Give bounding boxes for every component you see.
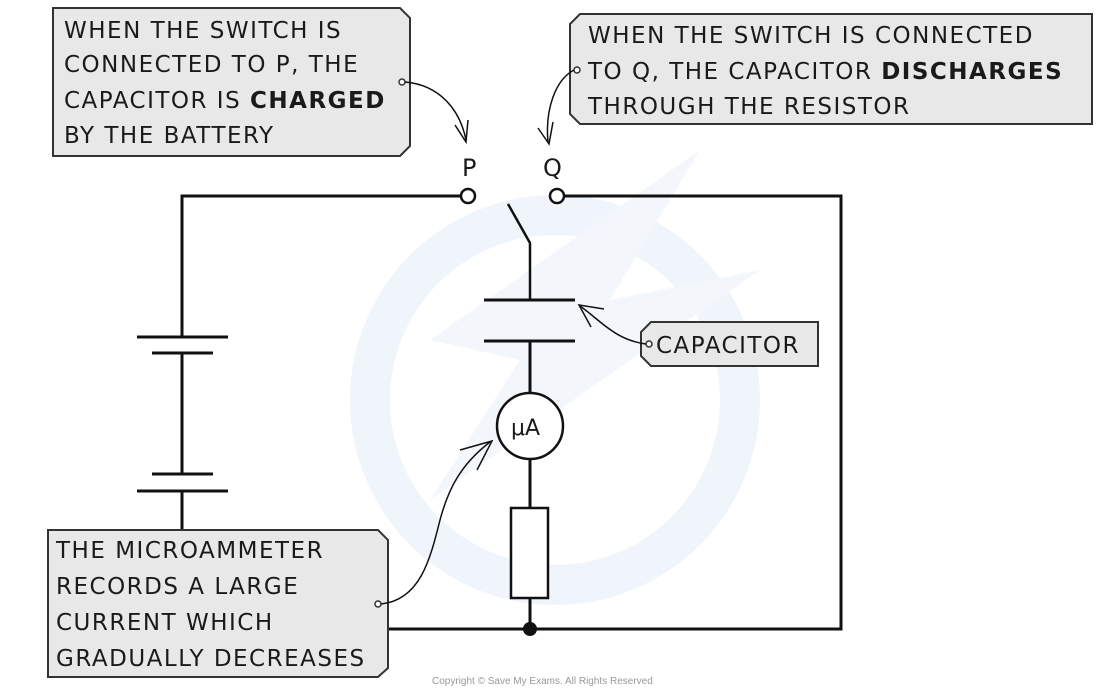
microammeter-symbol: μA — [495, 391, 565, 509]
microammeter-label-line-4: GRADUALLY DECREASES — [56, 646, 366, 672]
microammeter-label-box: THE MICROAMMETER RECORDS A LARGE CURRENT… — [47, 529, 389, 678]
microammeter-label-line-1: THE MICROAMMETER — [55, 538, 324, 564]
charge-label-line-4: BY THE BATTERY — [64, 123, 275, 149]
discharge-label-box: WHEN THE SWITCH IS CONNECTED TO Q, THE C… — [569, 13, 1093, 125]
discharge-label-line-3: THROUGH THE RESISTOR — [587, 94, 911, 120]
capacitor-arrowhead — [577, 304, 605, 328]
microammeter-arrowhead — [459, 439, 494, 471]
discharge-label-line-2: TO Q, THE CAPACITOR DISCHARGES — [587, 59, 1063, 85]
wire-right — [530, 194, 843, 631]
watermark-logo — [350, 150, 760, 605]
battery-symbol — [137, 335, 228, 493]
terminal-q-label: Q — [543, 154, 562, 182]
microammeter-label-line-3: CURRENT WHICH — [56, 610, 274, 636]
discharge-arrow — [546, 69, 575, 143]
microammeter-label-line-2: RECORDS A LARGE — [56, 574, 299, 600]
charge-label-line-1: WHEN THE SWITCH IS — [64, 18, 342, 44]
circuit-wires — [180, 194, 843, 631]
capacitor-arrow — [579, 305, 647, 345]
charge-label-box: WHEN THE SWITCH IS CONNECTED TO P, THE C… — [52, 7, 411, 157]
microammeter-arrow — [380, 441, 491, 605]
junction-dot — [523, 622, 537, 636]
capacitor-symbol — [484, 298, 575, 392]
charge-arrowhead — [454, 119, 469, 145]
resistor-symbol — [509, 506, 550, 629]
capacitor-label-text: CAPACITOR — [656, 333, 800, 359]
microammeter-label: μA — [511, 416, 540, 441]
terminal-p-label: P — [462, 154, 476, 182]
discharge-label-line-1: WHEN THE SWITCH IS CONNECTED — [588, 23, 1034, 49]
capacitor-label-box: CAPACITOR — [640, 321, 819, 367]
copyright-text: Copyright © Save My Exams. All Rights Re… — [432, 676, 653, 687]
switch-arm — [506, 203, 532, 300]
discharge-arrowhead — [537, 121, 554, 146]
charge-label-line-3: CAPACITOR IS CHARGED — [64, 88, 386, 114]
terminal-p — [459, 187, 477, 205]
charge-arrow — [404, 81, 467, 141]
terminal-q — [548, 187, 566, 205]
wire-left-top — [180, 194, 461, 337]
charge-label-line-2: CONNECTED TO P, THE — [64, 52, 359, 78]
